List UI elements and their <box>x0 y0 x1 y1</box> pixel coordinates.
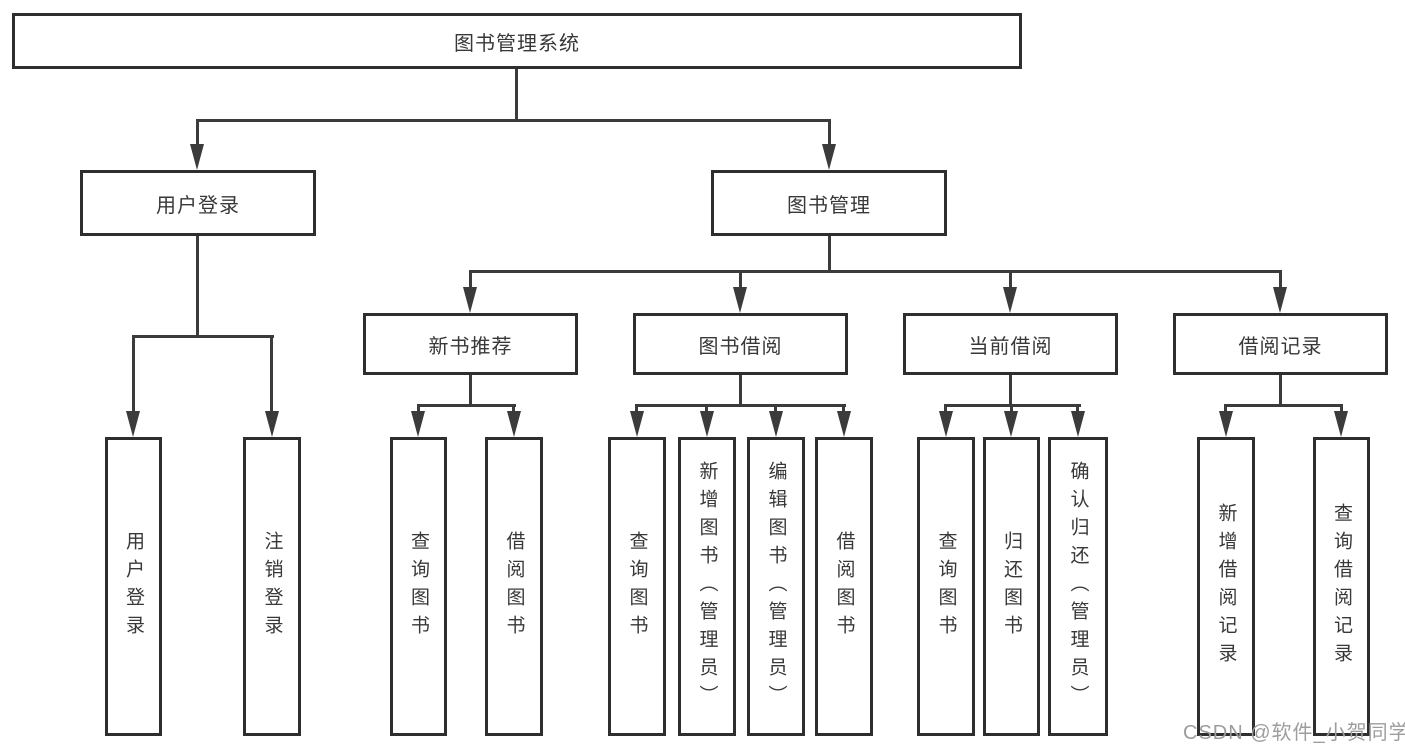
leaf-label: 查询借阅记录 <box>1331 502 1352 671</box>
connector <box>828 236 831 272</box>
connector <box>828 119 831 147</box>
leaf-label: 新增借阅记录 <box>1215 502 1237 671</box>
watermark: CSDN @软件_小贺同学 <box>1183 722 1405 744</box>
node-leaf-user-login: 用户登录 <box>105 437 162 736</box>
connector <box>196 236 199 337</box>
arrow-down-icon <box>411 411 425 437</box>
arrow-down-icon <box>1004 411 1018 437</box>
arrow-down-icon <box>939 411 953 437</box>
leaf-label: 借阅图书 <box>833 530 855 643</box>
node-leaf-query-books-1: 查询图书 <box>390 437 447 736</box>
connector <box>739 375 742 406</box>
arrow-down-icon <box>507 411 521 437</box>
connector <box>635 404 638 413</box>
leaf-label: 用户登录 <box>123 530 144 643</box>
arrow-down-icon <box>1334 411 1348 437</box>
arrow-down-icon <box>837 411 851 437</box>
arrow-down-icon <box>1071 411 1085 437</box>
node-leaf-return-books: 归还图书 <box>983 437 1040 736</box>
leaf-label: 新增图书（管理员） <box>696 460 718 713</box>
node-leaf-logout: 注销登录 <box>243 437 301 736</box>
arrow-down-icon <box>1219 411 1233 437</box>
connector <box>270 335 273 413</box>
node-book-borrowing: 图书借阅 <box>633 313 848 375</box>
connector <box>1076 404 1079 413</box>
connector <box>944 404 947 413</box>
node-leaf-query-books-3: 查询图书 <box>917 437 975 736</box>
leaf-label: 确认归还（管理员） <box>1067 460 1089 713</box>
connector <box>842 404 845 413</box>
connector <box>515 69 518 120</box>
arrow-down-icon <box>265 411 279 437</box>
node-library-management-system: 图书管理系统 <box>12 13 1022 69</box>
leaf-label: 查询图书 <box>626 530 648 643</box>
connector <box>1279 270 1282 289</box>
connector <box>469 375 472 406</box>
node-leaf-confirm-return-admin: 确认归还（管理员） <box>1048 437 1108 736</box>
arrow-down-icon <box>733 287 747 313</box>
leaf-label: 借阅图书 <box>503 530 525 643</box>
connector <box>635 404 846 407</box>
connector <box>1340 404 1343 413</box>
node-leaf-borrow-books-2: 借阅图书 <box>815 437 873 736</box>
connector <box>1009 270 1012 289</box>
node-current-borrowing: 当前借阅 <box>903 313 1118 375</box>
node-leaf-add-books-admin: 新增图书（管理员） <box>678 437 736 736</box>
arrow-down-icon <box>463 287 477 313</box>
node-borrowing-records: 借阅记录 <box>1173 313 1388 375</box>
connector <box>1279 375 1282 406</box>
connector <box>417 404 516 407</box>
leaf-label: 编辑图书（管理员） <box>765 460 787 713</box>
connector <box>469 270 472 289</box>
arrow-down-icon <box>1273 287 1287 313</box>
connector <box>512 404 515 413</box>
connector <box>417 404 420 413</box>
connector <box>196 119 831 122</box>
node-leaf-add-borrow-record: 新增借阅记录 <box>1197 437 1255 736</box>
leaf-label: 归还图书 <box>1001 530 1022 643</box>
node-user-login: 用户登录 <box>80 170 316 236</box>
leaf-label: 查询图书 <box>408 530 429 643</box>
arrow-down-icon <box>190 144 204 170</box>
connector <box>469 270 1282 273</box>
node-leaf-borrow-books-1: 借阅图书 <box>485 437 543 736</box>
node-leaf-query-borrow-record: 查询借阅记录 <box>1313 437 1370 736</box>
node-new-book-recommend: 新书推荐 <box>363 313 578 375</box>
connector <box>1009 375 1012 406</box>
arrow-down-icon <box>630 411 644 437</box>
connector <box>132 335 274 338</box>
arrow-down-icon <box>769 411 783 437</box>
node-leaf-query-books-2: 查询图书 <box>608 437 666 736</box>
connector <box>705 404 708 413</box>
connector <box>1224 404 1343 407</box>
arrow-down-icon <box>126 411 140 437</box>
connector <box>132 335 135 413</box>
arrow-down-icon <box>700 411 714 437</box>
arrow-down-icon <box>822 144 836 170</box>
node-leaf-edit-books-admin: 编辑图书（管理员） <box>747 437 805 736</box>
node-book-management: 图书管理 <box>711 170 947 236</box>
connector <box>196 119 199 147</box>
leaf-label: 查询图书 <box>935 530 957 643</box>
connector <box>1224 404 1227 413</box>
arrow-down-icon <box>1003 287 1017 313</box>
connector <box>739 270 742 289</box>
leaf-label: 注销登录 <box>261 530 283 643</box>
connector <box>774 404 777 413</box>
connector <box>1010 404 1013 413</box>
